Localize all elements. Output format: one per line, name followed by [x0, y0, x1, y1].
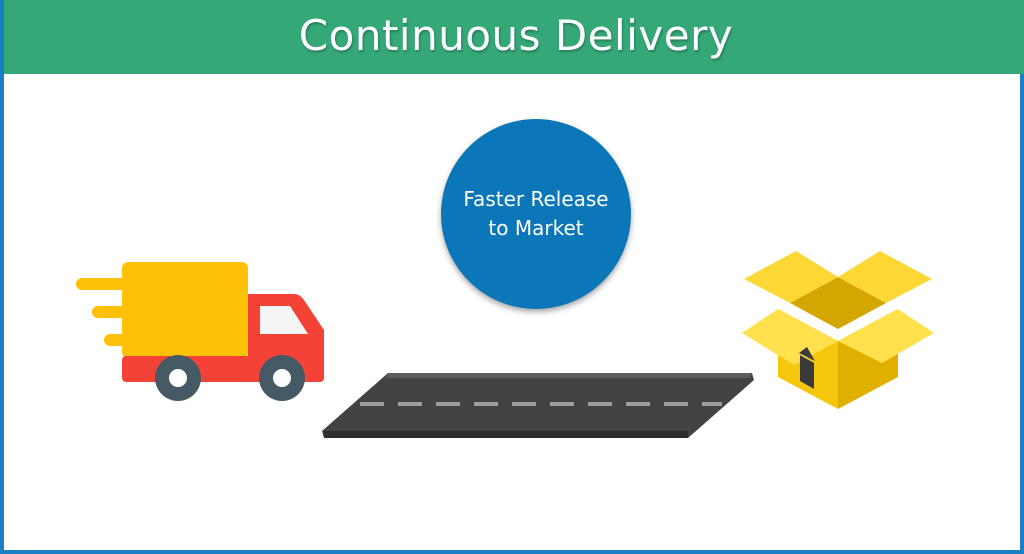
box-flap-front-right	[838, 309, 934, 363]
page-title: Continuous Delivery	[298, 10, 734, 60]
box-flap-back-right	[838, 251, 932, 303]
road-edge	[324, 431, 688, 438]
open-box-icon	[742, 251, 934, 409]
truck-hubcap	[273, 369, 291, 387]
this-side-up-arrow-icon	[799, 347, 815, 361]
box-label	[800, 355, 814, 389]
benefit-bubble: Faster Release to Market	[441, 119, 631, 309]
title-banner: Continuous Delivery	[4, 0, 1024, 74]
truck-window	[260, 306, 308, 334]
box-flap-front-left	[742, 309, 838, 365]
delivery-truck-icon	[76, 262, 324, 401]
truck-hubcap	[169, 369, 187, 387]
road-center-line	[360, 402, 722, 406]
benefit-label: Faster Release to Market	[463, 187, 609, 240]
truck-cargo	[122, 262, 248, 358]
box-flap-back-left	[744, 251, 838, 303]
road-edge	[386, 373, 752, 378]
road-icon	[322, 373, 754, 438]
road-surface	[322, 373, 754, 438]
